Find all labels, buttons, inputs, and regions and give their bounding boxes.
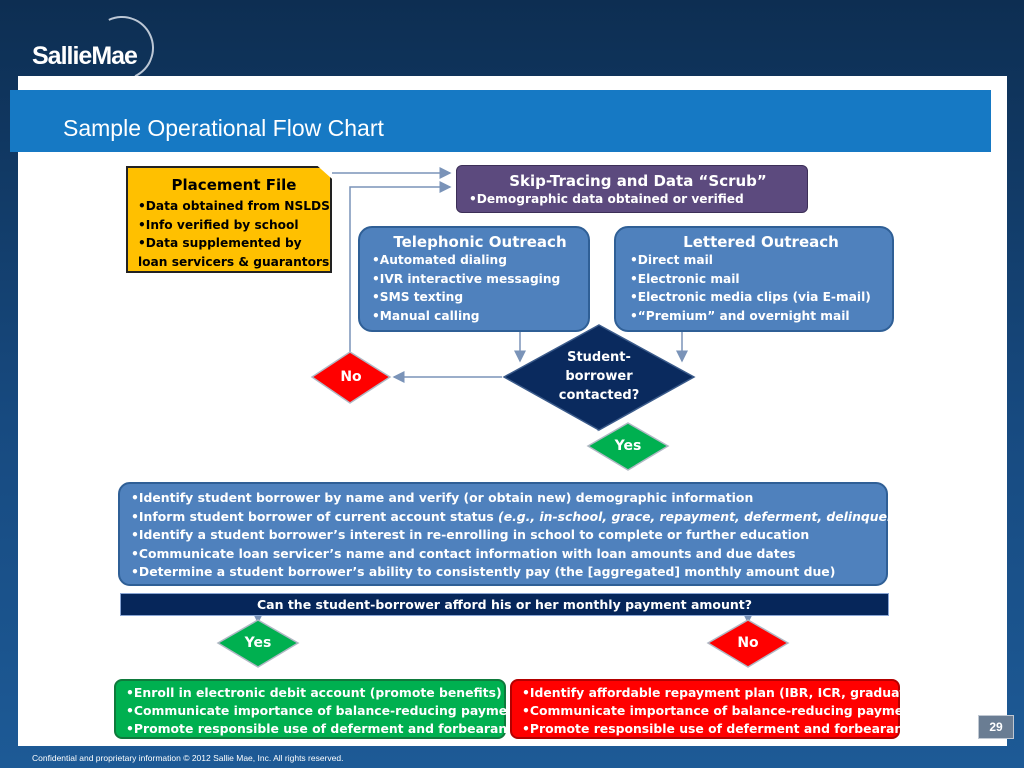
list-item: •Electronic media clips (via E-mail)	[630, 290, 871, 304]
list-item: •Enroll in electronic debit account (pro…	[126, 685, 502, 700]
decision-line: borrower	[565, 369, 633, 384]
lettered-outreach-box: Lettered Outreach •Direct mail •Electron…	[614, 226, 894, 332]
list-item: •Direct mail	[630, 253, 713, 267]
list-item: •Data obtained from NSLDS	[138, 199, 330, 213]
placement-file-box: Placement File •Data obtained from NSLDS…	[126, 166, 332, 273]
list-item: •Identify affordable repayment plan (IBR…	[522, 685, 929, 700]
list-item: •SMS texting	[372, 290, 464, 304]
lettered-title: Lettered Outreach	[683, 233, 839, 251]
list-item: •IVR interactive messaging	[372, 271, 561, 286]
list-item: •Demographic data obtained or verified	[469, 192, 744, 206]
enroll-box: •Enroll in electronic debit account (pro…	[114, 679, 530, 739]
inform-text: •Inform student borrower of current acco…	[131, 508, 499, 524]
list-item: •Communicate importance of balance-reduc…	[522, 703, 926, 719]
sallie-mae-logo: SallieMae	[32, 6, 164, 90]
no-diamond	[310, 351, 392, 404]
list-item: •Automated dialing	[372, 253, 507, 267]
list-item: •Manual calling	[372, 308, 480, 323]
decision-contacted-diamond	[502, 324, 696, 431]
list-item: •Promote responsible use of deferment an…	[126, 721, 523, 737]
yes-label: Yes	[614, 438, 642, 454]
list-item: •Identify a student borrower’s interest …	[131, 527, 810, 543]
decision-line: contacted?	[558, 388, 640, 403]
title-bar	[10, 90, 991, 152]
list-item: •Communicate importance of balance-reduc…	[126, 703, 530, 719]
list-item: •Info verified by school	[138, 217, 299, 232]
no-label: No	[340, 369, 362, 385]
inform-italic: (e.g., in-school, grace, repayment, defe…	[498, 508, 952, 524]
list-item: •Identify student borrower by name and v…	[131, 490, 754, 505]
decision-contacted-label: Student- borrower contacted?	[540, 348, 658, 405]
skip-tracing-title: Skip-Tracing and Data “Scrub”	[509, 172, 767, 190]
afford-question-bar: Can the student-borrower afford his or h…	[120, 593, 889, 616]
afford-yes-label: Yes	[244, 635, 272, 651]
placement-title: Placement File	[171, 176, 297, 194]
list-item: •Communicate loan servicer’s name and co…	[131, 545, 796, 561]
arrow-no-loop	[349, 181, 452, 352]
page-number: 29	[978, 715, 1014, 739]
list-item: •“Premium” and overnight mail	[630, 308, 850, 323]
telephonic-title: Telephonic Outreach	[393, 233, 567, 251]
decision-line: Student-	[567, 350, 631, 365]
afford-no-label: No	[737, 635, 759, 651]
list-item: •Data supplemented by loan servicers & g…	[138, 236, 330, 269]
afford-no-diamond	[706, 619, 790, 668]
list-item: •Promote responsible use of deferment an…	[522, 721, 919, 737]
footer-text: Confidential and proprietary information…	[32, 753, 344, 763]
borrower-info-box: •Identify student borrower by name and v…	[118, 482, 951, 586]
list-item: •Electronic mail	[630, 271, 740, 286]
list-item: •Determine a student borrower’s ability …	[131, 564, 836, 580]
repayment-box: •Identify affordable repayment plan (IBR…	[510, 679, 929, 739]
yes-diamond	[586, 422, 670, 471]
skip-tracing-box: Skip-Tracing and Data “Scrub” •Demograph…	[456, 165, 808, 213]
afford-yes-diamond	[216, 619, 300, 668]
page-title: Sample Operational Flow Chart	[63, 115, 384, 141]
list-item: •Inform student borrower of current acco…	[131, 508, 951, 527]
telephonic-outreach-box: Telephonic Outreach •Automated dialing •…	[358, 226, 590, 332]
logo-text: SallieMae	[32, 42, 138, 70]
